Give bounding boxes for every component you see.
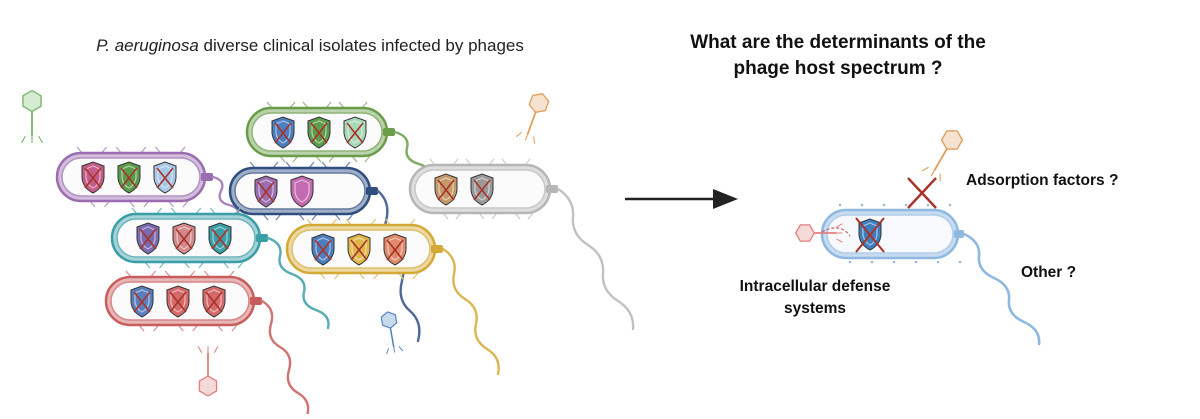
- shield-icon: [254, 175, 278, 208]
- cross-icon: [139, 228, 157, 250]
- cross-icon: [274, 122, 292, 144]
- cross-icon: [310, 122, 328, 144]
- intracellular-defense-label: Intracellular defense systems: [739, 278, 891, 317]
- cross-icon: [169, 291, 187, 313]
- shield-icon: [383, 233, 407, 266]
- cross-icon: [211, 228, 229, 250]
- phage-icon: [921, 130, 964, 182]
- cross-icon: [437, 179, 455, 201]
- cross-icon: [257, 181, 275, 203]
- cross-icon: [386, 239, 404, 261]
- shield-icon: [81, 161, 105, 194]
- injected-dna: [821, 227, 851, 237]
- bacterium-icon: [820, 203, 964, 264]
- left-title-rest: diverse clinical isolates infected by ph…: [198, 36, 524, 55]
- shield-icon: [172, 222, 196, 255]
- shield-icon: [290, 175, 314, 208]
- flagellum-icon: [962, 232, 1041, 346]
- flagellum-icon: [266, 236, 330, 330]
- cross-icon: [855, 217, 885, 253]
- phage-icon: [794, 223, 843, 243]
- cross-icon: [314, 239, 332, 261]
- cross-icon: [473, 179, 491, 201]
- shield-icon: [208, 222, 232, 255]
- cross-icon: [84, 167, 102, 189]
- shield-icon: [166, 285, 190, 318]
- shield-icon: [347, 233, 371, 266]
- cross-icon: [120, 167, 138, 189]
- shield-icon: [130, 285, 154, 318]
- shield-icon: [153, 161, 177, 194]
- species-name: P. aeruginosa: [96, 36, 199, 55]
- shield-icon: [311, 233, 335, 266]
- left-panel-title: P. aeruginosa diverse clinical isolates …: [0, 36, 620, 56]
- flagellum-icon: [556, 187, 635, 331]
- other-label: Other ?: [1021, 264, 1077, 281]
- phage-icon: [515, 92, 550, 144]
- shield-icon: [202, 285, 226, 318]
- flagellum-icon: [441, 247, 500, 376]
- cross-icon: [350, 239, 368, 261]
- shield-icon: [470, 173, 494, 206]
- shield-icon: [343, 116, 367, 149]
- shield-icon: [271, 116, 295, 149]
- right-panel-title: What are the determinants of the phage h…: [690, 32, 986, 79]
- phage-icon: [380, 311, 404, 355]
- cross-icon: [346, 122, 364, 144]
- cross-icon: [156, 167, 174, 189]
- cross-icon: [175, 228, 193, 250]
- shield-icon: [136, 222, 160, 255]
- cross-icon: [205, 291, 223, 313]
- shield-icon: [434, 173, 458, 206]
- shield-icon: [117, 161, 141, 194]
- cross-icon: [907, 177, 937, 209]
- flagellum-icon: [260, 299, 310, 418]
- cross-icon: [133, 291, 151, 313]
- adsorption-factors-label: Adsorption factors ?: [966, 172, 1119, 189]
- arrow-icon: [625, 189, 738, 209]
- phage-icon: [197, 346, 219, 397]
- shield-icon: [307, 116, 331, 149]
- phage-icon: [21, 89, 43, 144]
